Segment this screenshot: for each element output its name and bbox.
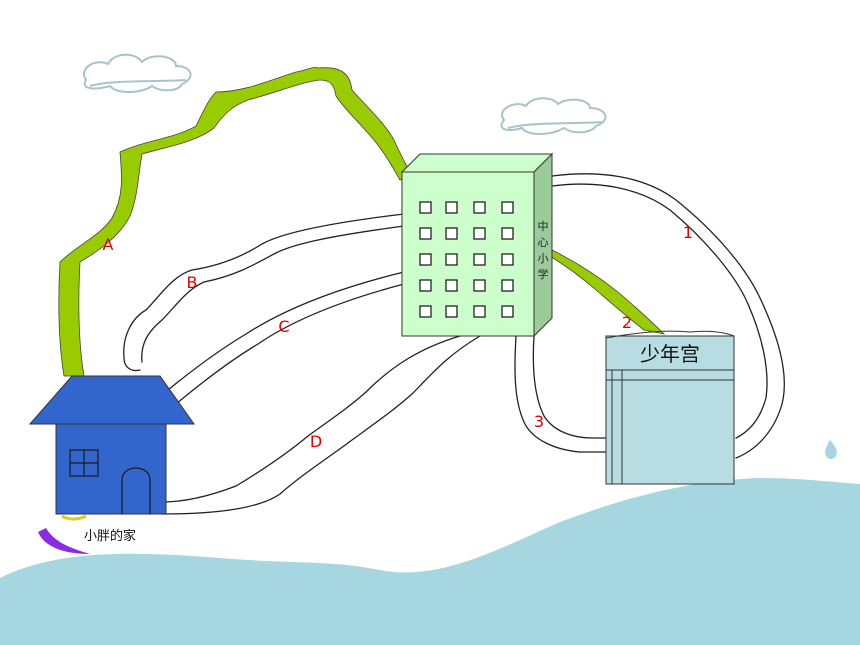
- route-label-b: B: [187, 273, 198, 292]
- school-window-9: [419, 253, 432, 266]
- home-label: 小胖的家: [84, 528, 136, 544]
- school-window-6: [445, 227, 458, 240]
- road-3: [514, 335, 607, 453]
- school-windows: [419, 201, 514, 318]
- roads: [123, 173, 785, 515]
- cloud-right-icon: [500, 97, 607, 135]
- school-window-14: [445, 279, 458, 292]
- road-b: [123, 213, 405, 372]
- school-window-11: [473, 253, 486, 266]
- route-label-2: 2: [622, 313, 632, 332]
- school-window-18: [445, 305, 458, 318]
- school-window-7: [473, 227, 486, 240]
- palace-label: 少年宫: [640, 342, 700, 366]
- route-label-3: 3: [534, 412, 544, 431]
- school-window-16: [501, 279, 514, 292]
- home-house: [28, 375, 195, 515]
- school-window-5: [419, 227, 432, 240]
- house-door-icon: [121, 467, 151, 514]
- school-top: [400, 153, 554, 173]
- route-label-c: C: [278, 317, 289, 336]
- road-c: [167, 271, 405, 405]
- house-body: [55, 423, 167, 515]
- school-label-char-3: 小: [538, 252, 549, 265]
- water-drop-icon: [825, 440, 837, 459]
- youth-palace-building: 少年宫: [605, 330, 735, 485]
- palace-body: [605, 335, 735, 485]
- route-label-d: D: [310, 432, 322, 451]
- school-window-1: [419, 201, 432, 214]
- road-2-highlight: [549, 249, 666, 335]
- road-d: [161, 335, 481, 515]
- school-window-10: [445, 253, 458, 266]
- school-window-4: [501, 201, 514, 214]
- school-window-17: [419, 305, 432, 318]
- route-labels: A B C D 1 2 3: [103, 223, 694, 451]
- route-label-a: A: [103, 235, 114, 254]
- home-curl-decoration: [38, 528, 90, 554]
- school-label-char-2: 心: [538, 236, 549, 249]
- school-window-15: [473, 279, 486, 292]
- house-roof: [28, 375, 195, 425]
- cloud-left-icon: [83, 53, 192, 93]
- school-window-3: [473, 201, 486, 214]
- water-wave: [0, 478, 860, 645]
- school-window-13: [419, 279, 432, 292]
- school-label-char-1: 中: [538, 220, 549, 233]
- school-building: 中 心 小 学: [400, 152, 554, 338]
- house-window-icon: [69, 449, 99, 477]
- route-label-1: 1: [683, 223, 693, 242]
- road-1: [551, 173, 785, 459]
- school-window-2: [445, 201, 458, 214]
- home-curl-accent: [61, 514, 87, 521]
- school-window-8: [501, 227, 514, 240]
- school-window-20: [501, 305, 514, 318]
- school-window-12: [501, 253, 514, 266]
- school-label-char-4: 学: [538, 267, 549, 281]
- road-a-highlight: [58, 67, 413, 377]
- school-window-19: [473, 305, 486, 318]
- palace-sign-top: [605, 330, 735, 339]
